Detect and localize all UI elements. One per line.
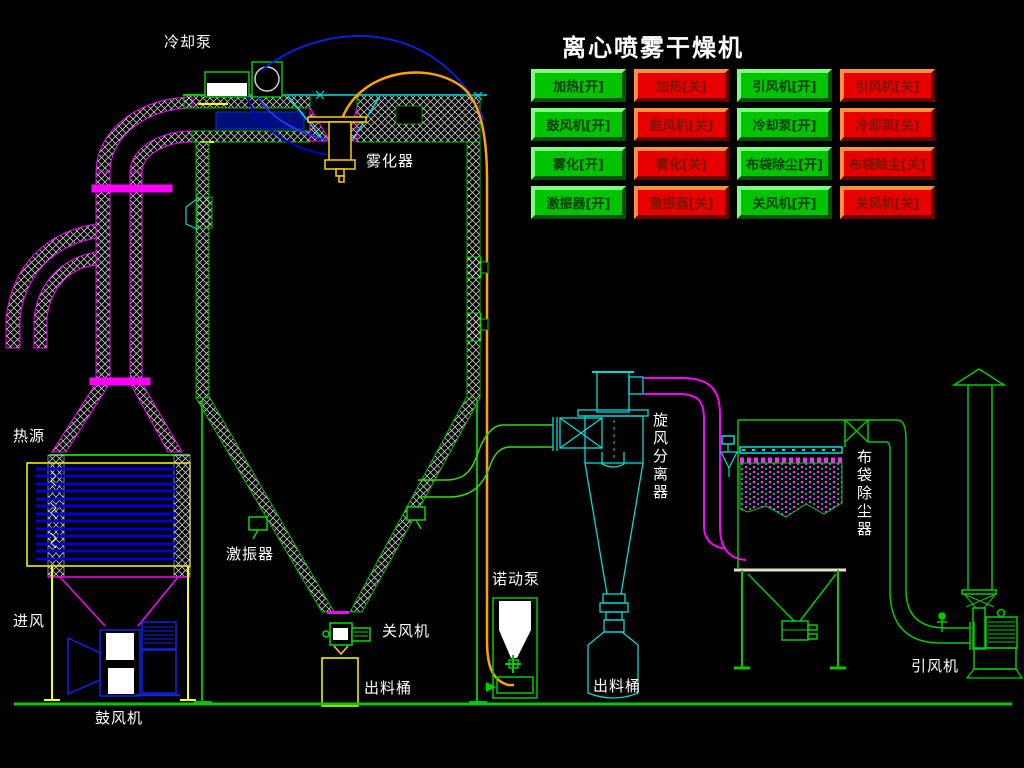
button-bag-dedust-on[interactable]: 布袋除尘[开] [737,147,832,180]
label-heat-source: 热源 [13,427,46,445]
button-atomize-on[interactable]: 雾化[开] [531,147,626,180]
stack-and-fan [937,368,1024,679]
label-bag-filter: 布袋除尘器 [855,449,873,539]
bag-filter-unit [720,419,975,670]
button-induced-fan-off[interactable]: 引风机[关] [840,69,935,102]
button-bag-dedust-off[interactable]: 布袋除尘[关] [840,147,935,180]
cyclone-exhaust-pipe [643,377,747,561]
label-air-inlet: 进风 [13,612,46,630]
label-discharge-barrel-cyclone: 出料桶 [593,677,642,695]
button-cooling-pump-off[interactable]: 冷却泵[关] [840,108,935,141]
drying-tower [185,141,489,703]
left-branch-duct [5,223,97,349]
hot-air-riser-duct [51,96,193,453]
blower-unit [67,621,180,697]
label-cooling-pump: 冷却泵 [164,33,213,51]
vibrators [248,506,426,540]
label-feed-pump: 诺动泵 [492,570,541,588]
cyclone-inlet-duct [418,424,553,498]
button-vibrator-off[interactable]: 激振器[关] [634,186,729,219]
label-discharge-barrel-left: 出料桶 [364,679,413,697]
atomizer-device [307,116,367,183]
rotary-valve-device [322,622,371,656]
label-vibrator: 激振器 [226,545,275,563]
button-rotary-valve-on[interactable]: 关风机[开] [737,186,832,219]
feed-pipe [339,71,514,687]
button-atomize-off[interactable]: 雾化[关] [634,147,729,180]
button-heating-on[interactable]: 加热[开] [531,69,626,102]
button-cooling-pump-on[interactable]: 冷却泵[开] [737,108,832,141]
cooling-pump-unit [204,61,283,98]
label-atomizer: 雾化器 [366,152,415,170]
tower-roof [183,90,487,143]
heat-exchanger [26,454,196,701]
label-rotary-valve: 关风机 [382,622,431,640]
button-vibrator-on[interactable]: 激振器[开] [531,186,626,219]
button-induced-fan-on[interactable]: 引风机[开] [737,69,832,102]
label-induced-fan: 引风机 [911,657,960,675]
button-rotary-valve-off[interactable]: 关风机[关] [840,186,935,219]
feed-pump-unit [486,597,538,699]
button-blower-off[interactable]: 鼓风机[关] [634,108,729,141]
label-cyclone: 旋风分离器 [651,412,669,502]
control-button-grid: 加热[开] 加热[关] 引风机[开] 引风机[关] 鼓风机[开] 鼓风机[关] … [531,69,935,219]
label-blower: 鼓风机 [95,709,144,727]
button-blower-on[interactable]: 鼓风机[开] [531,108,626,141]
page-title: 离心喷雾干燥机 [562,34,744,62]
discharge-barrel-left [321,657,359,707]
cyclone-separator [552,371,649,699]
button-heating-off[interactable]: 加热[关] [634,69,729,102]
cooling-water-pipes [246,35,485,156]
